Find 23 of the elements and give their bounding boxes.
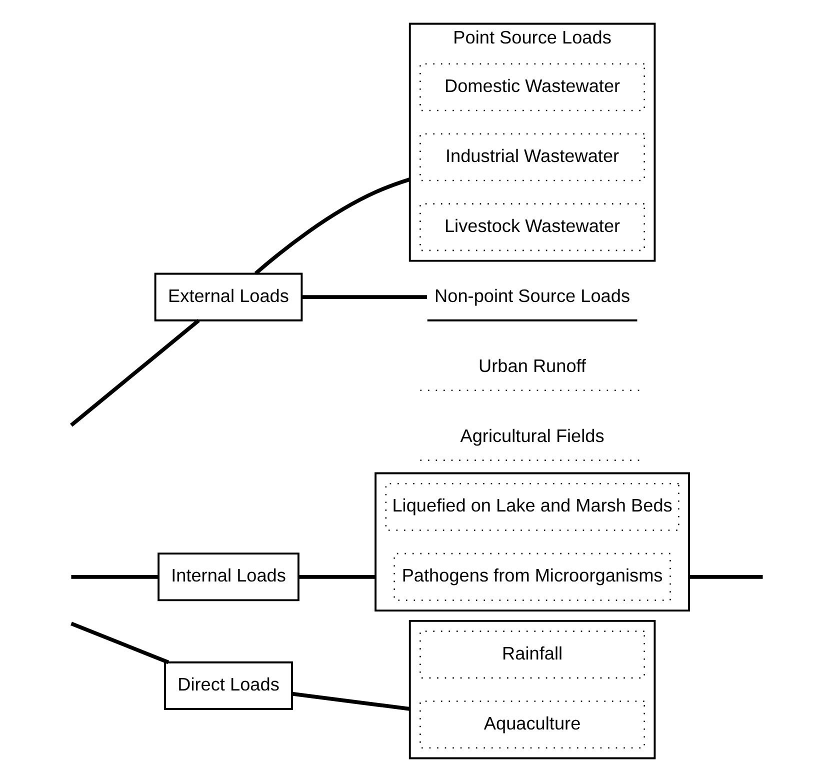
node-box: External Loads — [154, 272, 303, 322]
node-box: Aquaculture — [420, 700, 645, 749]
node-text: Agricultural Fields — [460, 426, 604, 446]
connector — [70, 319, 200, 427]
node-box: Industrial Wastewater — [420, 133, 645, 182]
node-box: Liquefied on Lake and Marsh Beds — [385, 482, 680, 531]
node-box: Internal Loads — [158, 552, 300, 602]
node-text: Non-point Source Loads — [434, 286, 630, 306]
node-box: Pathogens from Microorganisms — [394, 552, 671, 601]
node-text: Urban Runoff — [478, 356, 586, 376]
connector — [298, 574, 376, 579]
connector — [689, 574, 763, 579]
cluster — [374, 472, 690, 612]
connector — [302, 295, 427, 300]
connector — [71, 574, 158, 579]
cluster — [408, 620, 656, 760]
node-box: Direct Loads — [164, 661, 293, 710]
connector — [292, 692, 410, 711]
node-box: Rainfall — [420, 630, 645, 679]
node-box: Livestock Wastewater — [420, 203, 645, 252]
connector — [254, 178, 410, 275]
node-box: Domestic Wastewater — [420, 63, 645, 112]
connector — [70, 622, 170, 664]
